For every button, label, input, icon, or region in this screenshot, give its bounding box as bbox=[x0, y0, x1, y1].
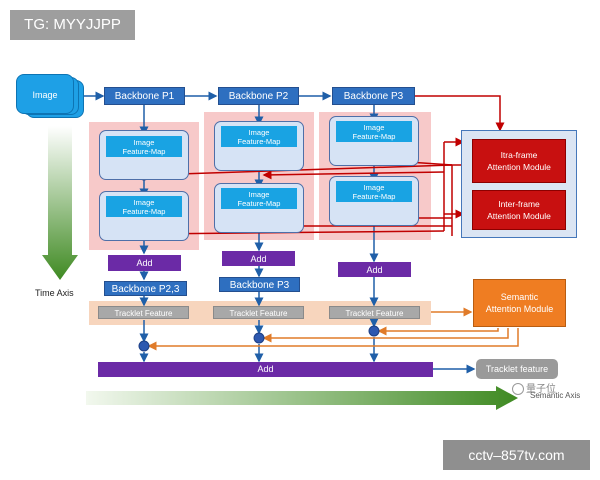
backbone-p3: Backbone P3 bbox=[332, 87, 415, 105]
bottom-right-tag: cctv–857tv.com bbox=[443, 440, 590, 470]
tracklet-feature-3: Tracklet Feature bbox=[329, 306, 420, 319]
inter-frame-attention-module: Inter-frame Attention Module bbox=[472, 190, 566, 230]
tracklet-feature-output: Tracklet feature bbox=[476, 359, 558, 379]
tracklet-feature-2: Tracklet Feature bbox=[213, 306, 304, 319]
final-add-bar: Add bbox=[98, 362, 433, 377]
feature-map-label: Image Feature-Map bbox=[221, 188, 297, 209]
add-block-p2: Add bbox=[222, 251, 295, 266]
inter-frame-attention-label: Inter-frame Attention Module bbox=[487, 199, 551, 221]
feature-map-label: Image Feature-Map bbox=[106, 196, 182, 217]
watermark-text: 量子位 bbox=[526, 384, 556, 395]
add-block-p1: Add bbox=[108, 255, 181, 271]
plus-node bbox=[368, 325, 380, 337]
intra-frame-attention-module: Itra-frame Attention Module bbox=[472, 139, 566, 183]
watermark: 量子位 bbox=[512, 380, 562, 396]
feature-map-label: Image Feature-Map bbox=[336, 121, 412, 142]
add-block-p3: Add bbox=[338, 262, 411, 277]
watermark-logo-icon bbox=[512, 383, 524, 396]
time-axis-arrow bbox=[42, 126, 78, 280]
semantic-attention-module: Semantic Attention Module bbox=[473, 279, 566, 327]
tracklet-feature-1: Tracklet Feature bbox=[98, 306, 189, 319]
semantic-attention-label: Semantic Attention Module bbox=[485, 292, 554, 314]
feature-map-label: Image Feature-Map bbox=[221, 126, 297, 147]
top-left-tag: TG: MYYJJPP bbox=[10, 10, 135, 40]
backbone-p2: Backbone P2 bbox=[218, 87, 299, 105]
intra-frame-attention-label: Itra-frame Attention Module bbox=[487, 150, 551, 172]
backbone-p2-3: Backbone P2,3 bbox=[104, 281, 187, 296]
plus-node bbox=[253, 332, 265, 344]
input-image: Image bbox=[16, 74, 74, 114]
plus-node bbox=[138, 340, 150, 352]
semantic-axis-label: Semantic Axis bbox=[530, 391, 581, 400]
semantic-axis-arrow bbox=[86, 386, 518, 410]
feature-map-label: Image Feature-Map bbox=[336, 181, 412, 202]
feature-map-label: Image Feature-Map bbox=[106, 136, 182, 157]
time-axis-label: Time Axis bbox=[35, 288, 74, 298]
backbone-p1: Backbone P1 bbox=[104, 87, 185, 105]
backbone-p3-merged: Backbone P3 bbox=[219, 277, 300, 292]
